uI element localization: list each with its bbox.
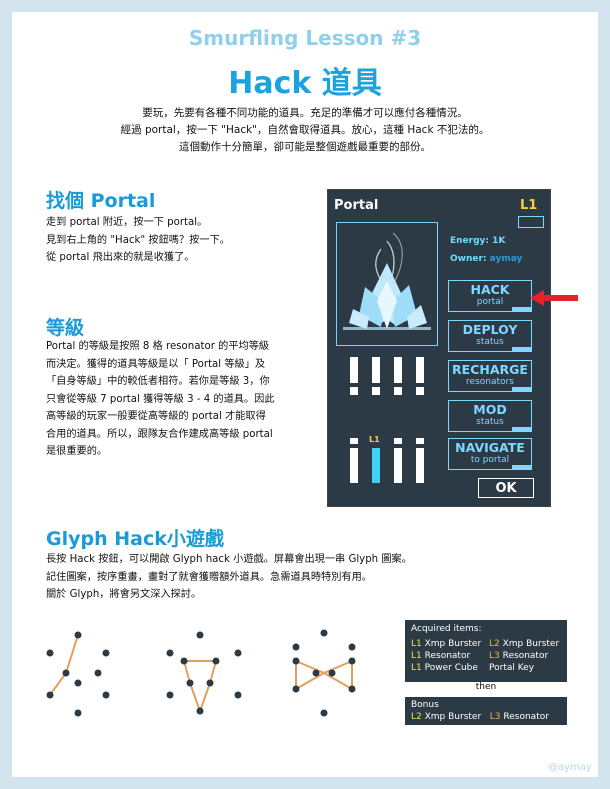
acquired-col-1: L1 Xmp Burster L1 Resonator L1 Power Cub… [411,639,482,673]
bonus-title: Bonus [411,700,439,710]
bonus-items: L2 Xmp Burster L3 Resonator [411,712,549,722]
resonator-slot [394,448,402,483]
intro-line: 要玩，先要有各種不同功能的道具。充足的準備才可以應付各種情況。 [142,107,468,119]
bonus-box: Bonus L2 Xmp Burster L3 Resonator [405,697,567,725]
portal-panel-title: Portal [334,198,379,213]
resonator-slot [350,448,358,483]
level-bar [518,216,544,228]
resonator-slot [394,357,402,383]
resonator-slot [416,448,424,483]
text-line: 是很重要的。 [46,446,108,457]
lesson-label: Smurfling Lesson #3 [188,26,422,50]
ok-button[interactable]: OK [478,478,534,498]
slot-level-label: L1 [369,435,380,444]
owner-name: aymay [489,254,523,264]
text-line: 高等級的玩家一般要從高等級的 portal 才能取得 [46,411,266,422]
resonator-slot [416,438,424,444]
resonator-slot [372,357,380,383]
text-line: 關於 Glyph，將會另文深入探討。 [46,589,202,600]
portal-panel: Portal L1 L1 Energy: 1K Owner: aymay HAC… [327,189,551,507]
resonator-slot [350,438,358,444]
glyph-heading: Glyph Hack小遊戲 [46,528,224,550]
resonator-slot [394,438,402,444]
page-title: Hack 道具 [228,66,382,101]
portal-level: L1 [520,198,538,213]
pointer-arrow-icon [530,290,578,306]
glyph-text: 長按 Hack 按鈕，可以開啟 Glyph hack 小遊戲。屏幕會出現一串 G… [46,551,412,604]
owner-label: Owner: aymay [450,254,523,264]
text-line: 合用的道具。所以，跟隊友合作建成高等級 portal [46,428,273,440]
watermark: @aymay [548,762,592,773]
text-line: 見到右上角的 "Hack" 按鈕嗎？按一下。 [46,234,230,246]
glyph-pattern-2 [166,631,242,715]
text-line: 從 portal 飛出來的就是收獲了。 [46,252,195,263]
text-line: 長按 Hack 按鈕，可以開啟 Glyph hack 小遊戲。屏幕會出現一串 G… [46,554,412,565]
glyph-pattern-3 [292,629,356,717]
text-line: Portal 的等級是按照 8 格 resonator 的平均等級 [46,341,270,352]
find-portal-heading: 找個 Portal [46,190,156,212]
resonator-slot [350,387,358,395]
acquired-title: Acquired items: [411,624,482,634]
level-heading: 等級 [46,317,85,339]
portal-image-frame [336,222,438,346]
glyph-pattern-1 [46,631,110,717]
intro-text: 要玩，先要有各種不同功能的道具。充足的準備才可以應付各種情況。 經過 porta… [60,105,550,156]
find-portal-text: 走到 portal 附近，按一下 portal。 見到右上角的 "Hack" 按… [46,214,230,267]
resonator-slot [350,357,358,383]
text-line: 走到 portal 附近，按一下 portal。 [46,217,208,228]
portal-crystal-icon [343,232,431,330]
energy-label: Energy: 1K [450,236,506,246]
resonator-slot [416,357,424,383]
intro-line: 這個動作十分簡單，卻可能是整個遊戲最重要的部份。 [179,141,431,153]
level-text: Portal 的等級是按照 8 格 resonator 的平均等級 而決定。獲得… [46,338,275,461]
intro-line: 經過 portal，按一下 "Hack"，自然會取得道具。放心，這種 Hack … [120,124,490,136]
text-line: 記住圖案，按序重畫，畫對了就會獲贈額外道具。急需道具時特別有用。 [46,571,372,583]
resonator-slot [394,387,402,395]
resonator-energy-bar [372,448,380,483]
text-line: 只會從等級 7 portal 獲得等級 3 - 4 的道具。因此 [46,393,275,405]
then-label: then [475,682,497,692]
text-line: 而決定。獲得的道具等級是以「 Portal 等級」及 [46,358,266,370]
resonator-slot [372,387,380,395]
resonator-slot [416,387,424,395]
acquired-items-box: Acquired items: L1 Xmp Burster L1 Resona… [405,620,567,682]
acquired-col-2: L2 Xmp Burster L3 Resonator Portal Key [489,639,560,673]
text-line: 「自身等級」中的較低者相符。若你是等級 3，你 [46,376,270,387]
